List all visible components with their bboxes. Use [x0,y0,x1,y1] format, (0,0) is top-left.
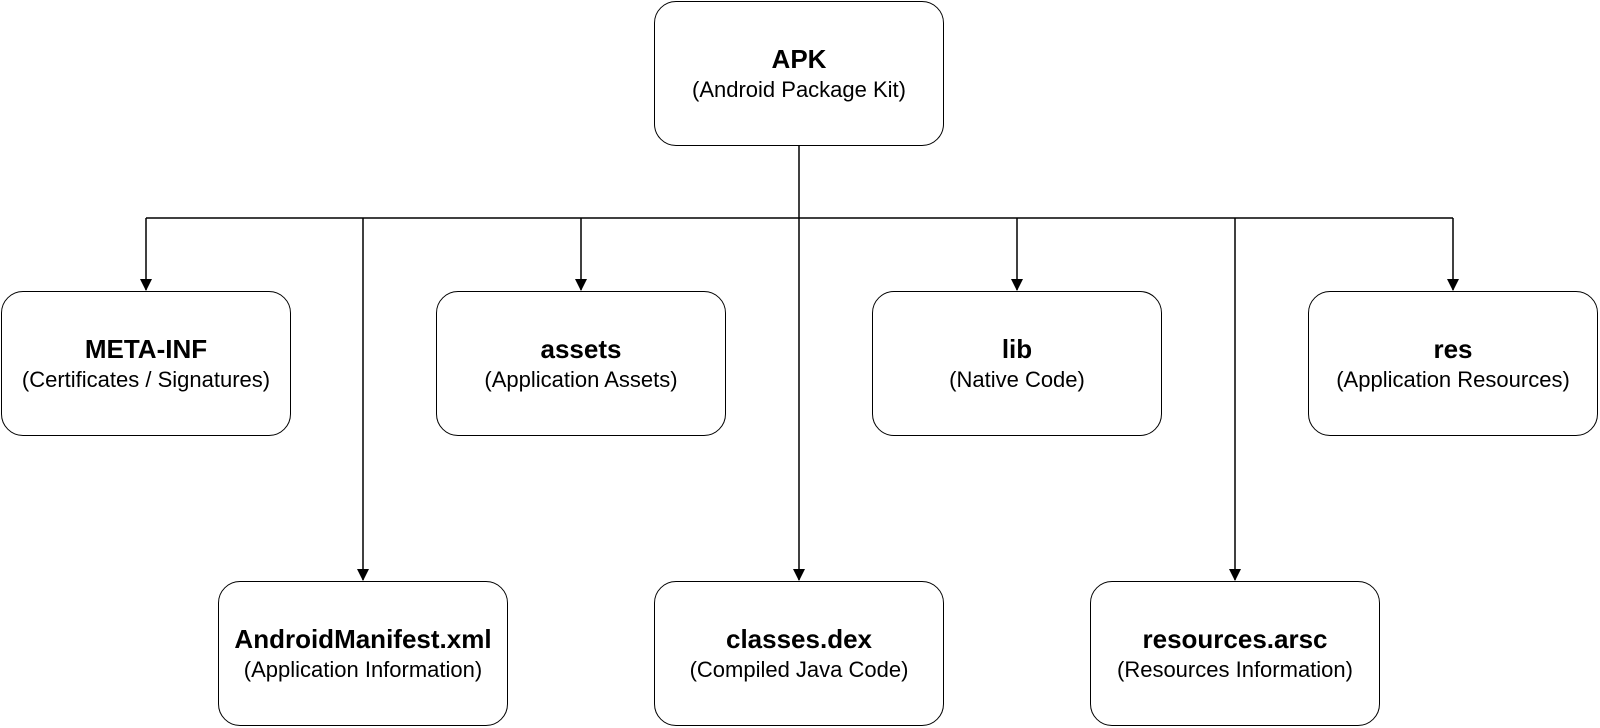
node-android-manifest-description: (Application Information) [243,656,483,682]
node-meta-inf-title: META-INF [84,333,208,364]
node-apk-description: (Android Package Kit) [692,76,906,102]
node-resources-arsc: resources.arsc (Resources Information) [1090,581,1380,726]
node-res-title: res [1433,333,1473,364]
node-resources-arsc-description: (Resources Information) [1117,656,1353,682]
node-classes-dex: classes.dex (Compiled Java Code) [654,581,944,726]
node-assets-description: (Application Assets) [484,366,678,392]
node-classes-dex-description: (Compiled Java Code) [689,656,909,682]
node-classes-dex-title: classes.dex [725,623,872,654]
node-apk-title: APK [771,43,827,74]
node-meta-inf-description: (Certificates / Signatures) [21,366,271,392]
node-res: res (Application Resources) [1308,291,1598,436]
node-apk: APK (Android Package Kit) [654,1,944,146]
node-resources-arsc-title: resources.arsc [1142,623,1328,654]
node-res-description: (Application Resources) [1336,366,1570,392]
node-assets-title: assets [540,333,622,364]
node-lib-title: lib [1001,333,1033,364]
node-android-manifest-title: AndroidManifest.xml [234,623,492,654]
node-assets: assets (Application Assets) [436,291,726,436]
node-meta-inf: META-INF (Certificates / Signatures) [1,291,291,436]
node-lib-description: (Native Code) [949,366,1085,392]
node-android-manifest: AndroidManifest.xml (Application Informa… [218,581,508,726]
node-lib: lib (Native Code) [872,291,1162,436]
